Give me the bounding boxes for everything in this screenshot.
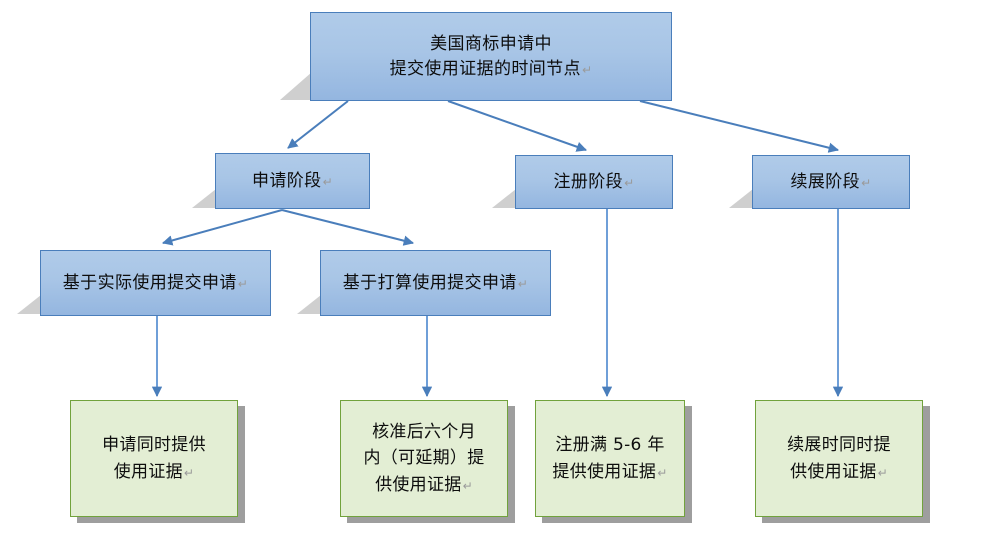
node-outcome-year-5-6-line-2: 提供使用证据↵ (552, 461, 668, 482)
root-shadow-wedge (280, 72, 312, 100)
return-mark-icon: ↵ (657, 465, 668, 480)
edge-root-to-renewal (639, 100, 840, 153)
return-mark-icon: ↵ (237, 276, 249, 291)
node-stage-application[interactable]: 申请阶段↵ (215, 153, 370, 209)
node-outcome-six-months-wrap: 核准后六个月 内（可延期）提 供使用证据↵ (340, 400, 515, 523)
node-outcome-six-months[interactable]: 核准后六个月 内（可延期）提 供使用证据↵ (340, 400, 508, 517)
node-outcome-six-months-line-3: 供使用证据↵ (375, 474, 473, 495)
node-outcome-renewal-line-2: 供使用证据↵ (790, 461, 888, 482)
node-outcome-year-5-6-line-1: 注册满 5-6 年 (555, 435, 665, 456)
node-outcome-renewal-line-1: 续展时同时提 (787, 435, 891, 456)
actual-use-shadow-wedge (17, 295, 41, 314)
node-outcome-six-months-line-1: 核准后六个月 (372, 421, 476, 442)
edge-root-to-application (287, 100, 349, 149)
return-mark-icon: ↵ (183, 465, 195, 480)
edge-root-to-registration (447, 100, 587, 152)
return-mark-icon: ↵ (877, 465, 888, 480)
node-outcome-six-months-line-2: 内（可延期）提 (363, 448, 485, 469)
node-outcome-year-5-6-wrap: 注册满 5-6 年 提供使用证据↵ (535, 400, 692, 523)
node-stage-registration-label: 注册阶段↵ (553, 171, 635, 192)
node-stage-registration[interactable]: 注册阶段↵ (515, 155, 673, 209)
return-mark-icon: ↵ (624, 175, 635, 190)
node-stage-application-label: 申请阶段↵ (251, 170, 334, 191)
node-outcome-year-5-6[interactable]: 注册满 5-6 年 提供使用证据↵ (535, 400, 685, 517)
node-outcome-renewal[interactable]: 续展时同时提 供使用证据↵ (755, 400, 923, 517)
application-shadow-wedge (192, 189, 216, 208)
return-mark-icon: ↵ (462, 478, 473, 493)
return-mark-icon: ↵ (581, 62, 593, 77)
node-outcome-with-application-line-1: 申请同时提供 (102, 435, 206, 456)
node-basis-intent-to-use[interactable]: 基于打算使用提交申请↵ (320, 250, 551, 316)
node-root[interactable]: 美国商标申请中 提交使用证据的时间节点↵ (310, 12, 672, 101)
node-basis-actual-use-label: 基于实际使用提交申请↵ (62, 272, 249, 293)
registration-shadow-wedge (492, 189, 516, 208)
node-root-line-1: 美国商标申请中 (430, 34, 552, 55)
return-mark-icon: ↵ (322, 174, 334, 189)
node-stage-renewal[interactable]: 续展阶段↵ (752, 155, 910, 209)
return-mark-icon: ↵ (861, 175, 872, 190)
edge-application-to-intent-use (281, 209, 415, 246)
node-root-line-2: 提交使用证据的时间节点↵ (389, 58, 593, 79)
return-mark-icon: ↵ (517, 276, 529, 291)
node-basis-intent-to-use-label: 基于打算使用提交申请↵ (342, 272, 529, 293)
node-outcome-with-application[interactable]: 申请同时提供 使用证据↵ (70, 400, 238, 517)
node-outcome-with-application-line-2: 使用证据↵ (113, 461, 195, 482)
node-outcome-with-application-wrap: 申请同时提供 使用证据↵ (70, 400, 245, 523)
renewal-shadow-wedge (729, 189, 753, 208)
node-stage-renewal-label: 续展阶段↵ (790, 171, 872, 192)
node-basis-actual-use[interactable]: 基于实际使用提交申请↵ (40, 250, 271, 316)
edge-application-to-actual-use (161, 209, 283, 246)
node-outcome-renewal-wrap: 续展时同时提 供使用证据↵ (755, 400, 930, 523)
intent-use-shadow-wedge (297, 295, 321, 314)
